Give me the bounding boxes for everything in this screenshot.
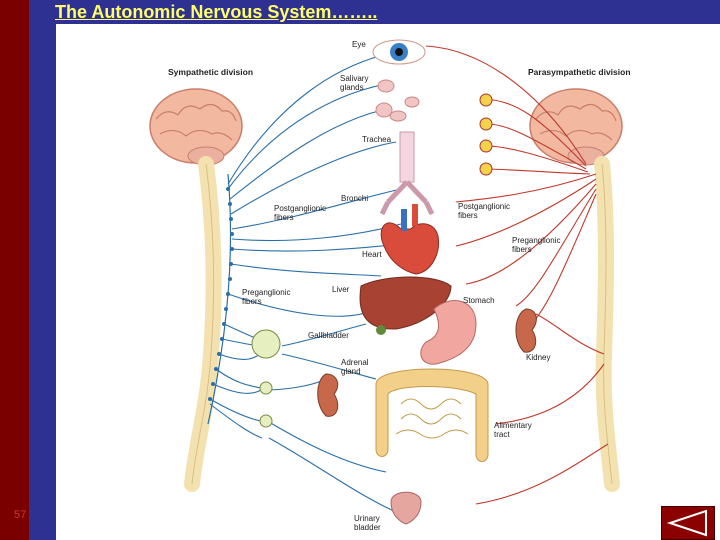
label-salivary-glands: Salivary glands bbox=[340, 74, 369, 92]
label-eye: Eye bbox=[352, 40, 366, 49]
prevertebral-ganglia bbox=[251, 329, 281, 428]
ans-diagram: Sympathetic division Parasympathetic div… bbox=[56, 24, 720, 540]
back-nav-button[interactable] bbox=[661, 506, 715, 540]
label-heart: Heart bbox=[362, 250, 382, 259]
label-trachea: Trachea bbox=[362, 135, 392, 144]
label-postganglionic-fibers-right: Postganglionic fibers bbox=[458, 202, 511, 220]
label-stomach: Stomach bbox=[463, 296, 495, 305]
urinary-bladder-organ bbox=[390, 491, 422, 525]
label-postganglionic-fibers-left: Postganglionic fibers bbox=[274, 204, 327, 222]
liver-organ bbox=[359, 276, 452, 330]
slide-title: The Autonomic Nervous System…….. bbox=[55, 2, 378, 22]
intestines-organ bbox=[375, 368, 489, 462]
label-gallbladder: Gallbladder bbox=[308, 331, 349, 340]
label-bronchi: Bronchi bbox=[341, 194, 369, 203]
left-brain bbox=[149, 88, 243, 166]
label-preganglionic-fibers-right: Preganglionic fibers bbox=[512, 236, 561, 254]
label-parasympathetic-division: Parasympathetic division bbox=[528, 67, 631, 77]
label-adrenal-gland: Adrenal gland bbox=[341, 358, 369, 376]
parasympathetic-ganglia bbox=[479, 93, 493, 176]
label-preganglionic-fibers-left: Preganglionic fibers bbox=[242, 288, 291, 306]
label-sympathetic-division: Sympathetic division bbox=[168, 67, 254, 77]
gallbladder-organ bbox=[376, 325, 386, 335]
parasympathetic-nerves bbox=[425, 45, 609, 505]
label-urinary-bladder: Urinary bladder bbox=[354, 514, 381, 532]
label-alimentary-tract: Alimentary tract bbox=[494, 421, 532, 439]
right-brain bbox=[529, 88, 623, 166]
heart-organ bbox=[380, 204, 440, 275]
slide-number: 57 bbox=[14, 509, 27, 521]
trachea-bronchi bbox=[379, 131, 435, 216]
label-liver: Liver bbox=[332, 285, 350, 294]
left-spinal-cord bbox=[184, 156, 222, 492]
right-kidney-organ bbox=[515, 308, 537, 353]
back-triangle-icon bbox=[666, 509, 707, 537]
salivary-glands bbox=[375, 79, 420, 122]
label-kidney: Kidney bbox=[526, 353, 551, 362]
diagram-artwork bbox=[149, 39, 623, 525]
stomach-organ bbox=[420, 300, 477, 365]
left-kidney-organ bbox=[317, 373, 339, 417]
left-accent-bar bbox=[0, 0, 29, 540]
eye-organ bbox=[372, 39, 426, 65]
